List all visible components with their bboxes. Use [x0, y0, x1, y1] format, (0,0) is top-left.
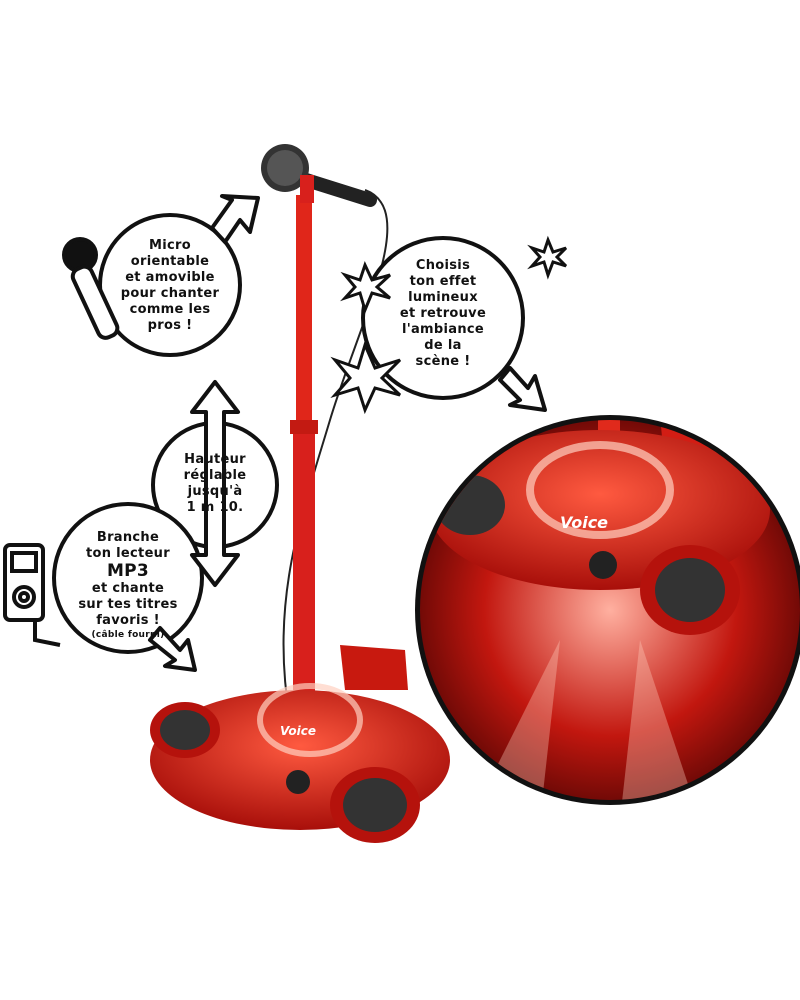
microphone — [261, 144, 377, 207]
callout-line: réglable — [183, 468, 247, 483]
callout-line: et retrouve — [399, 306, 487, 321]
bubble-lights — [361, 236, 525, 400]
callout-line: comme les — [129, 302, 211, 317]
callout-line: orientable — [130, 254, 210, 269]
callout-line: pros ! — [147, 318, 193, 333]
arrow-lights-icon — [498, 366, 547, 412]
sparkle-icon — [527, 235, 568, 280]
callout-line: jusqu'à — [187, 484, 243, 499]
mp3-callout-text: Branche ton lecteur MP3 et chante sur te… — [58, 530, 198, 641]
callout-line: favoris ! — [96, 613, 160, 628]
callout-line: ton effet — [409, 274, 477, 289]
sparkle-icon — [330, 340, 402, 415]
base-logo: Voice — [280, 724, 316, 738]
handheld-mic-icon — [62, 237, 120, 340]
zoom-detail-circle: Voice — [415, 415, 800, 805]
callout-line: MP3 — [106, 561, 150, 581]
micro-callout-text: Micro orientable et amovible pour chante… — [110, 238, 230, 334]
callout-line: l'ambiance — [401, 322, 485, 337]
mp3-player-icon — [3, 543, 61, 647]
callout-line: lumineux — [408, 290, 478, 305]
callout-line: (câble fourni) — [91, 630, 165, 640]
callout-line: 1 m 10. — [186, 500, 244, 515]
callout-line: sur tes titres — [78, 597, 178, 612]
callout-line: pour chanter — [120, 286, 220, 301]
callout-line: Micro — [149, 238, 191, 253]
arrow-updown-icon — [190, 380, 240, 587]
sparkle-icon — [340, 260, 392, 315]
callout-line: Choisis — [415, 258, 471, 273]
height-callout-text: Hauteur réglable jusqu'à 1 m 10. — [160, 452, 270, 516]
microphone-stand: Voice — [150, 189, 450, 843]
callout-line: ton lecteur — [86, 546, 170, 561]
callout-line: de la — [424, 338, 462, 353]
callout-line: et amovible — [125, 270, 215, 285]
arrow-up-right-icon — [210, 194, 260, 244]
callout-line: et chante — [91, 581, 165, 596]
arrow-down-right-icon — [148, 626, 197, 672]
lights-callout-text: Choisis ton effet lumineux et retrouve l… — [378, 258, 508, 370]
callout-line: Branche — [96, 530, 160, 545]
zoom-logo: Voice — [560, 513, 608, 532]
callout-line: scène ! — [415, 354, 471, 369]
bubble-mp3 — [52, 502, 204, 654]
callout-line: Hauteur — [184, 452, 246, 467]
